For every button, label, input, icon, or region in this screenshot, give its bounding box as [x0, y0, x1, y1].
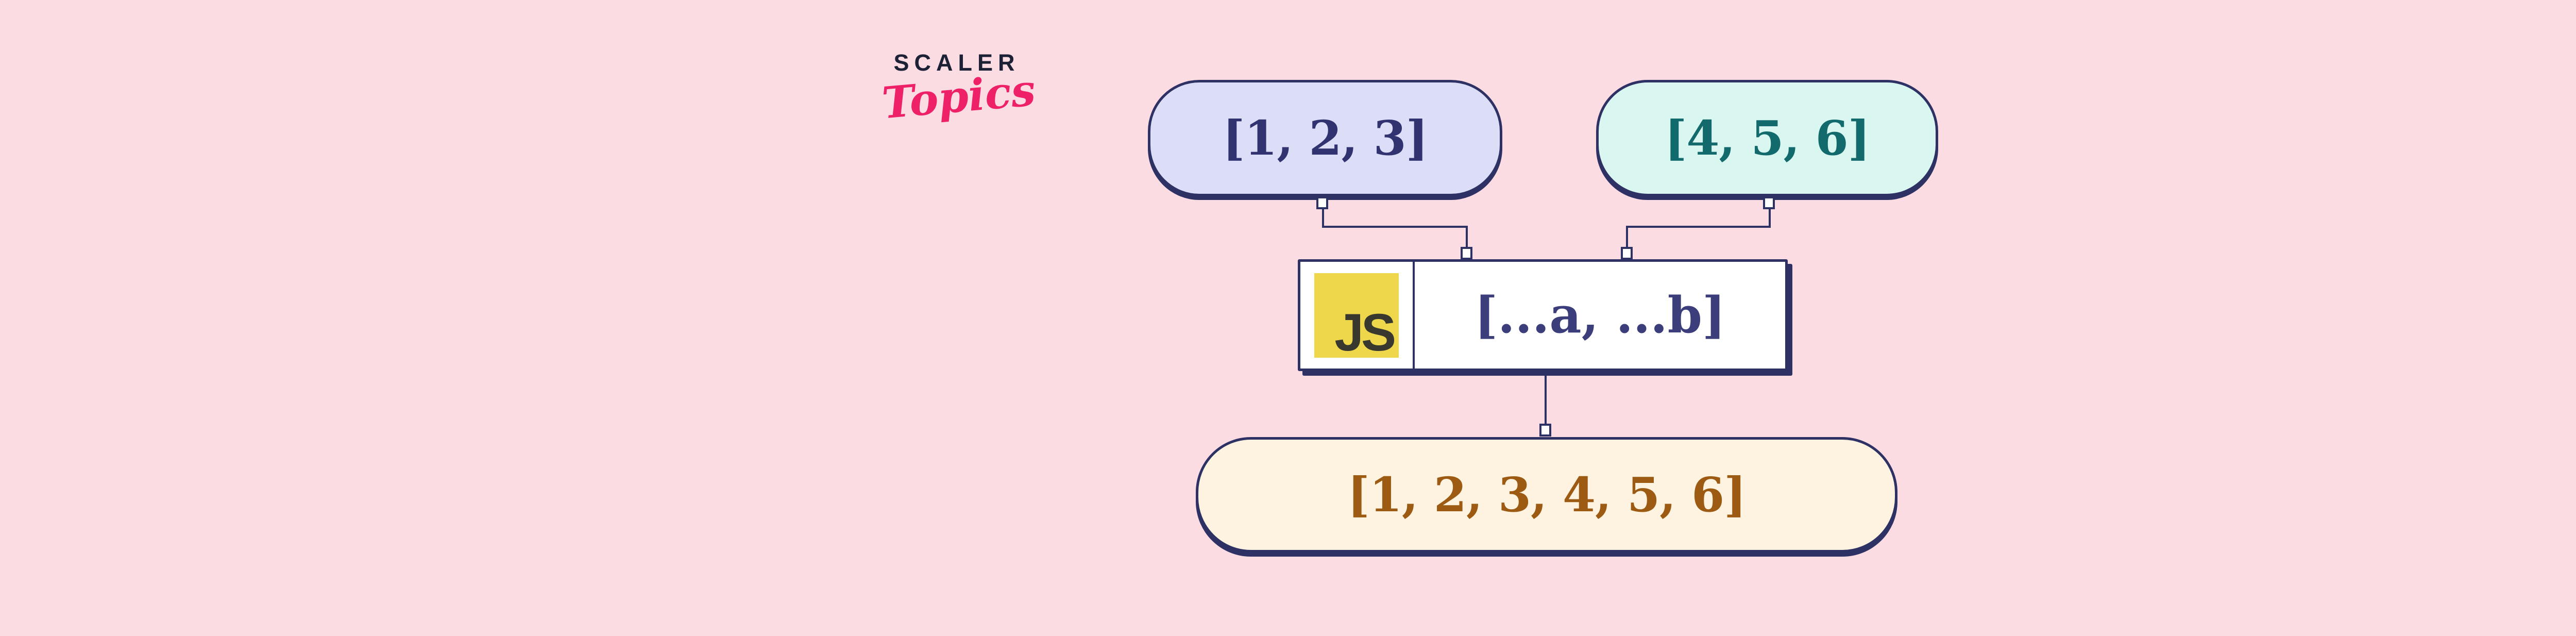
result-node: [1, 2, 3, 4, 5, 6]	[1196, 437, 1897, 553]
js-badge-cell: JS	[1300, 262, 1415, 369]
connector-b-segment-down	[1769, 208, 1771, 228]
expression-cell: [...a, ...b]	[1415, 262, 1785, 369]
array-b-node: [4, 5, 6]	[1596, 80, 1938, 196]
connector-tab-below-array-b	[1763, 196, 1775, 209]
array-a-node: [1, 2, 3]	[1148, 80, 1502, 196]
result-label: [1, 2, 3, 4, 5, 6]	[1347, 467, 1746, 523]
javascript-logo-icon: JS	[1314, 273, 1399, 362]
connector-a-segment-down	[1322, 208, 1324, 228]
expression-label: [...a, ...b]	[1474, 286, 1726, 344]
logo-brand-text: SCALER	[893, 49, 1020, 76]
connector-result-segment	[1545, 371, 1547, 425]
connector-tab-into-box-right	[1621, 247, 1633, 260]
connector-a-segment-into-box	[1466, 226, 1468, 249]
connector-b-segment-across	[1626, 226, 1771, 228]
array-a-label: [1, 2, 3]	[1222, 110, 1428, 166]
scaler-topics-logo: SCALER Topics	[880, 49, 1037, 128]
connector-tab-above-result	[1539, 424, 1551, 437]
connector-tab-below-array-a	[1316, 196, 1328, 209]
spread-expression-node: JS [...a, ...b]	[1298, 259, 1788, 371]
array-b-label: [4, 5, 6]	[1664, 110, 1870, 166]
connector-b-segment-into-box	[1626, 226, 1628, 249]
connector-tab-into-box-left	[1461, 247, 1472, 260]
logo-script-text: Topics	[880, 64, 1038, 129]
connector-a-segment-across	[1322, 226, 1468, 228]
javascript-logo-letters: JS	[1334, 303, 1396, 362]
